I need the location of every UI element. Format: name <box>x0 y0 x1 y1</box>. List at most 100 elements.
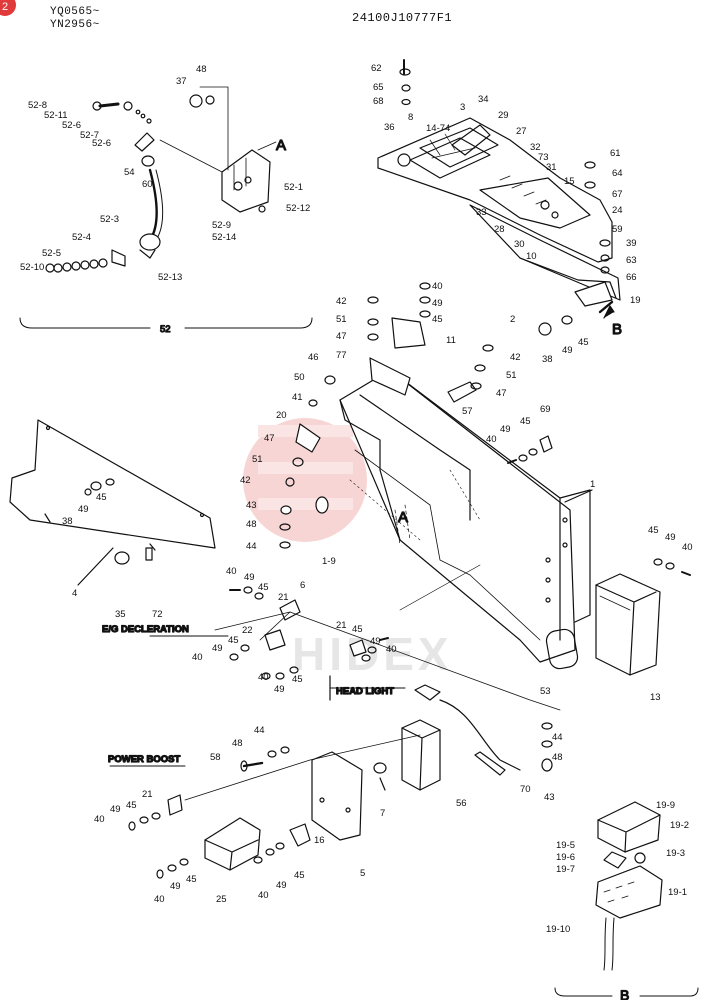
part-number-label: 48 <box>196 64 207 75</box>
part-number-label: 52-9 <box>212 220 231 231</box>
lever-assembly <box>19 86 313 329</box>
part-number-label: 49 <box>110 804 121 815</box>
caption-eg-deceleration: E/G DECLERATION <box>102 624 189 635</box>
part-number-label: 61 <box>610 148 621 159</box>
part-number-label: 45 <box>520 416 531 427</box>
part-number-label: 52-14 <box>212 232 236 243</box>
part-number-label: 19-6 <box>556 852 575 863</box>
part-number-label: 43 <box>544 792 555 803</box>
part-number-label: 45 <box>578 337 589 348</box>
part-number-label: 1-9 <box>322 556 336 567</box>
part-number-label: 34 <box>478 94 489 105</box>
part-number-label: 59 <box>612 224 623 235</box>
part-number-label: 44 <box>254 725 265 736</box>
part-number-label: 21 <box>278 592 289 603</box>
view-letter-a-frame: A <box>398 509 408 526</box>
part-number-label: 40 <box>682 542 693 553</box>
part-number-label: 46 <box>308 352 319 363</box>
part-number-label: 49 <box>78 504 89 515</box>
part-number-label: 52-4 <box>72 232 91 243</box>
part-number-label: 65 <box>373 82 384 93</box>
part-number-label: 25 <box>216 894 227 905</box>
part-number-label: 45 <box>228 635 239 646</box>
part-number-label: 47 <box>496 388 507 399</box>
part-number-label: 40 <box>432 281 443 292</box>
part-number-label: 16 <box>314 835 325 846</box>
part-number-label: 60 <box>142 179 153 190</box>
part-number-label: 52-6 <box>62 120 81 131</box>
part-number-label: 52-10 <box>20 262 44 273</box>
part-number-label: 49 <box>432 298 443 309</box>
fasteners-left <box>279 282 553 549</box>
part-number-label: 64 <box>612 168 623 179</box>
part-number-label: 44 <box>246 541 257 552</box>
part-number-label: 11 <box>446 335 456 346</box>
part-number-label: 52-5 <box>42 248 61 259</box>
part-number-label: 1 <box>590 479 595 490</box>
part-number-label: 19-7 <box>556 864 575 875</box>
main-frame <box>295 317 593 670</box>
part-number-label: 40 <box>226 566 237 577</box>
part-number-label: 42 <box>510 352 521 363</box>
part-number-label: 29 <box>498 110 509 121</box>
part-number-label: 19-1 <box>668 887 687 898</box>
part-number-label: 52-12 <box>286 203 310 214</box>
part-number-label: 69 <box>540 404 551 415</box>
part-number-label: 19-9 <box>656 800 675 811</box>
part-number-label: 4 <box>72 588 77 599</box>
part-number-label: 51 <box>506 370 517 381</box>
part-number-label: 67 <box>612 189 623 200</box>
part-number-label: 31 <box>546 162 557 173</box>
part-number-label: 53 <box>540 686 551 697</box>
part-number-label: 2 <box>510 314 515 325</box>
part-number-label: 38 <box>62 516 73 527</box>
part-number-label: 48 <box>232 738 243 749</box>
part-number-label: 30 <box>514 239 525 250</box>
part-number-label: 8 <box>408 112 413 123</box>
part-number-label: 7 <box>380 808 385 819</box>
part-number-label: 50 <box>294 372 305 383</box>
part-number-label: 22 <box>242 625 253 636</box>
part-number-label: 36 <box>384 122 395 133</box>
drawing-number: 24100J10777F1 <box>352 11 453 25</box>
part-number-label: 43 <box>246 500 257 511</box>
part-number-label: 40 <box>154 894 165 905</box>
part-number-label: 70 <box>520 784 531 795</box>
part-number-label: 52-1 <box>284 182 303 193</box>
part-number-label: 52-3 <box>100 214 119 225</box>
part-number-label: 56 <box>456 798 467 809</box>
part-number-label: 45 <box>126 800 137 811</box>
part-number-label: 49 <box>212 643 223 654</box>
part-number-label: 48 <box>246 519 257 530</box>
group-label-52: 52 <box>160 324 171 335</box>
part-number-label: 21 <box>336 620 347 631</box>
part-number-label: 49 <box>500 424 511 435</box>
group-label-b: B <box>620 987 629 1000</box>
part-number-label: 40 <box>386 644 397 655</box>
part-number-label: 40 <box>192 652 203 663</box>
caption-head-light: HEAD LIGHT <box>336 686 394 697</box>
part-number-label: 52-7 <box>80 130 99 141</box>
console-cover <box>377 59 621 336</box>
part-number-label: 51 <box>252 454 263 465</box>
serial-number-1: YQ0565~ <box>50 6 100 18</box>
relay-box <box>595 558 691 676</box>
part-number-label: 6 <box>300 580 305 591</box>
part-number-label: 32 <box>530 142 541 153</box>
part-number-label: 47 <box>336 331 347 342</box>
part-number-label: 42 <box>240 475 251 486</box>
part-number-label: 20 <box>276 410 287 421</box>
part-number-label: 19-5 <box>556 840 575 851</box>
part-number-label: 24 <box>612 205 623 216</box>
part-number-label: 45 <box>294 870 305 881</box>
part-number-label: 19-2 <box>670 820 689 831</box>
lower-bracket <box>109 684 553 879</box>
part-number-label: 21 <box>142 789 153 800</box>
view-letter-a-upper: A <box>276 137 286 154</box>
part-number-label: 51 <box>336 314 347 325</box>
part-number-label: 27 <box>516 126 527 137</box>
part-number-label: 19-3 <box>666 848 685 859</box>
part-number-label: 39 <box>626 238 637 249</box>
